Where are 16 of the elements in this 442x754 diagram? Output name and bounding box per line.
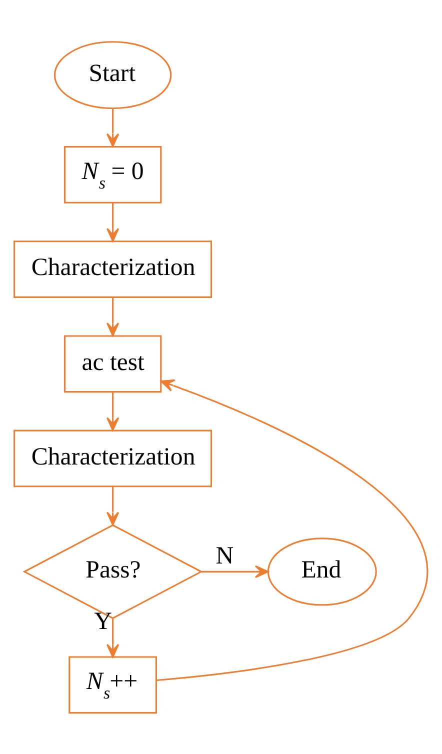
node-box: Characterization — [14, 429, 212, 487]
node-ellipse: Start — [54, 40, 172, 109]
node-box: Characterization — [14, 240, 212, 298]
arrow — [106, 202, 120, 242]
node-ellipse: End — [267, 537, 377, 606]
arrow — [106, 618, 120, 658]
arrow — [202, 564, 269, 578]
arrow — [106, 108, 120, 147]
arrow — [156, 378, 428, 681]
node-box: N$_{s}$ = 0 — [64, 146, 162, 203]
node-box: N$_{s}$++ — [68, 656, 157, 714]
arrow — [106, 296, 120, 336]
arrow — [106, 486, 120, 526]
edge-label: N — [216, 542, 234, 570]
arrow — [106, 391, 120, 430]
node-box: ac test — [64, 334, 162, 392]
